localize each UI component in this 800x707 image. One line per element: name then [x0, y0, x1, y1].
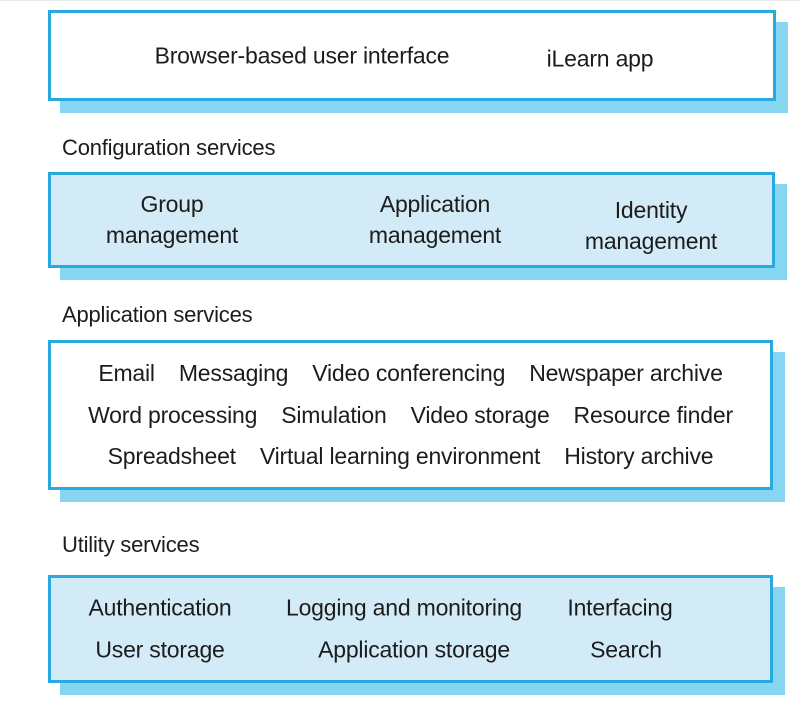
identity-management-line1: Identity	[614, 197, 688, 223]
application-services-row-3: Spreadsheet Virtual learning environment…	[51, 443, 770, 470]
service-item-authentication: Authentication	[88, 594, 232, 621]
application-management-item: Application management	[369, 189, 501, 251]
service-item-newspaper-archive: Newspaper archive	[529, 359, 723, 386]
application-services-box: Email Messaging Video conferencing Newsp…	[48, 340, 773, 490]
application-services-heading: Application services	[62, 302, 253, 327]
identity-management-item: Identity management	[585, 195, 717, 257]
group-management-item: Group management	[106, 189, 238, 251]
application-services-row-2: Word processing Simulation Video storage…	[51, 402, 770, 429]
utility-services-heading: Utility services	[62, 532, 200, 557]
service-item-interfacing: Interfacing	[567, 594, 673, 621]
service-item-word-processing: Word processing	[88, 401, 258, 428]
service-item-application-storage: Application storage	[318, 636, 510, 663]
utility-services-row-1: Authentication Logging and monitoring In…	[51, 593, 770, 623]
service-item-resource-finder: Resource finder	[573, 401, 734, 428]
service-item-virtual-learning-environment: Virtual learning environment	[259, 443, 541, 470]
service-item-simulation: Simulation	[281, 401, 387, 428]
configuration-services-heading: Configuration services	[62, 135, 276, 160]
group-management-line1: Group	[140, 191, 204, 217]
service-item-messaging: Messaging	[178, 359, 289, 386]
page-top-divider	[0, 0, 800, 1]
application-management-line2: management	[368, 222, 502, 248]
group-management-line2: management	[105, 222, 239, 248]
utility-services-row-2: User storage Application storage Search	[51, 635, 770, 665]
service-item-logging-and-monitoring: Logging and monitoring	[286, 594, 522, 621]
service-item-spreadsheet: Spreadsheet	[107, 443, 236, 470]
service-item-video-conferencing: Video conferencing	[312, 359, 506, 386]
configuration-services-box: Group management Application management …	[48, 172, 775, 268]
browser-ui-label: Browser-based user interface	[154, 42, 450, 69]
ilearn-app-label: iLearn app	[546, 45, 654, 72]
browser-ui-box: Browser-based user interface iLearn app	[48, 10, 776, 101]
service-item-user-storage: User storage	[95, 636, 225, 663]
service-item-search: Search	[590, 636, 662, 663]
service-item-history-archive: History archive	[564, 443, 714, 470]
utility-services-box: Authentication Logging and monitoring In…	[48, 575, 773, 683]
application-services-row-1: Email Messaging Video conferencing Newsp…	[51, 360, 770, 387]
identity-management-line2: management	[584, 228, 718, 254]
service-item-video-storage: Video storage	[410, 401, 550, 428]
service-item-email: Email	[98, 359, 155, 386]
application-management-line1: Application	[379, 191, 491, 217]
